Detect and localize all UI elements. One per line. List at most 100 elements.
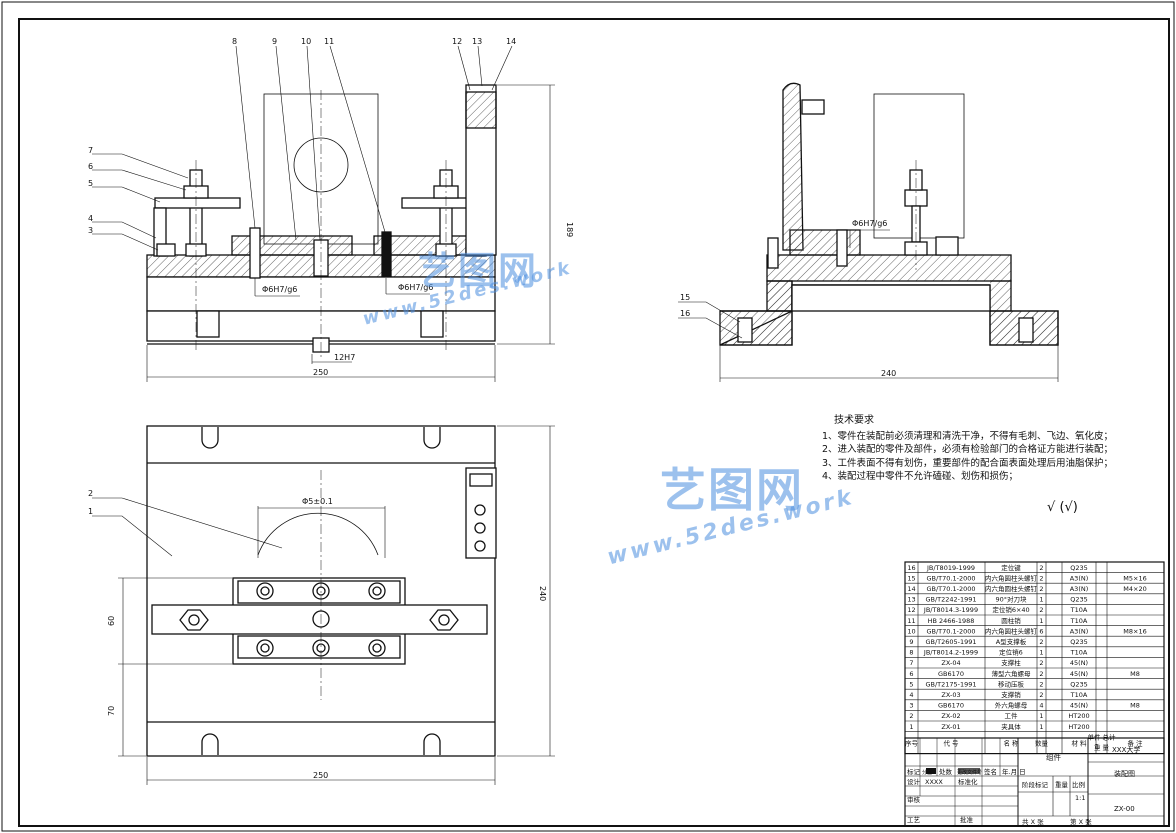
front-view-dimensions	[146, 84, 555, 382]
bom-cell-mat: HT200	[1068, 723, 1089, 731]
watermark-cn-2: 艺图网	[660, 463, 804, 517]
dimension-texts: 250 189 Φ6H7/g6 Φ6H7/g6 12H7 240 Φ6H7/g6…	[107, 219, 896, 780]
bom-cell-qty: 6	[1039, 627, 1043, 635]
bom-cell-no: 4	[909, 691, 913, 699]
bom-cell-mat: A3(N)	[1070, 585, 1089, 593]
scale-value: 1:1	[1075, 794, 1085, 802]
part-label-7: 7	[88, 146, 93, 155]
bom-cell-no: 3	[909, 702, 913, 710]
top-width-dim: 250	[313, 771, 328, 780]
bom-cell-note: M8	[1130, 702, 1140, 710]
bom-cell-mat: T10A	[1070, 649, 1088, 657]
sheet-index: 第 X 张	[1070, 817, 1092, 826]
bom-cell-qty: 2	[1039, 670, 1043, 678]
bom-cell-qty: 1	[1039, 649, 1043, 657]
bom-cell-no: 1	[909, 723, 913, 731]
bom-header-weight-sub: 重 量	[1094, 744, 1110, 752]
part-label-12: 12	[452, 37, 462, 46]
bom-cell-no: 15	[907, 574, 915, 582]
part-label-3: 3	[88, 226, 93, 235]
assembly-label: 组件	[1046, 752, 1062, 762]
zone-label: 分区	[922, 769, 932, 776]
bom-cell-name: A型支撑板	[996, 637, 1027, 646]
bom-header-weight: 单件 总计	[1087, 733, 1116, 742]
bom-cell-no: 14	[907, 585, 915, 593]
tech-requirement-3: 3、工件表面不得有划伤，重要部件的配合面表面处理后用油脂保护；	[822, 457, 1114, 469]
bom-cell-no: 11	[907, 617, 915, 625]
part-label-5: 5	[88, 179, 93, 188]
review-label: 审核	[907, 795, 921, 804]
bom-cell-qty: 2	[1039, 564, 1043, 572]
bom-cell-code: GB/T70.1-2000	[926, 574, 975, 582]
title-block-texts: 组件 XXX大学 装配图 ZX-00 1:1 阶段标记 重量 比例 共 X 张 …	[907, 745, 1140, 826]
bom-cell-name: 内六角圆柱头螺钉	[985, 573, 1038, 582]
bom-cell-code: ZX-02	[941, 712, 960, 720]
bom-cell-qty: 2	[1039, 659, 1043, 667]
mark-label: 标记	[907, 767, 921, 776]
drawing-number: ZX-00	[1114, 805, 1135, 813]
watermark-bottom: 艺图网	[660, 454, 804, 520]
bom-cell-qty: 2	[1039, 680, 1043, 688]
roughness-text: (√)	[1059, 500, 1078, 515]
part-label-2: 2	[88, 489, 93, 498]
bom-cell-code: HB 2466-1988	[928, 617, 975, 625]
bom-cell-name: 外六角螺母	[995, 701, 1028, 710]
slot-dim: 12H7	[334, 353, 355, 362]
bom-cell-code: ZX-03	[941, 691, 960, 699]
watermark-cn: 艺图网	[418, 249, 539, 293]
bom-cell-code: JB/T8014.3-1999	[923, 606, 978, 614]
bom-cell-name: 移动压板	[998, 679, 1025, 688]
bom-cell-qty: 1	[1039, 712, 1043, 720]
tech-requirement-1: 1、零件在装配前必须清理和清洗干净，不得有毛刺、飞边、氧化皮；	[822, 430, 1114, 442]
part-label-4: 4	[88, 214, 93, 223]
bom-cell-mat: T10A	[1070, 606, 1088, 614]
bom-cell-code: GB/T2605-1991	[925, 638, 976, 646]
tech-requirements-title: 技术要求	[834, 415, 874, 426]
bom-cell-name: 定位销6×40	[992, 605, 1029, 614]
bom-cell-mat: Q235	[1070, 596, 1088, 604]
part-label-16: 16	[680, 309, 690, 318]
front-view	[146, 84, 497, 360]
bom-header-code: 代 号	[943, 739, 959, 748]
bom-cell-code: GB6170	[938, 702, 964, 710]
sheets-total: 共 X 张	[1022, 817, 1044, 826]
bom-cell-note: M8×16	[1123, 627, 1146, 635]
front-height-dim: 189	[565, 222, 574, 237]
approve-label: 批准	[960, 815, 974, 824]
bom-cell-mat: HT200	[1068, 712, 1089, 720]
bom-cell-mat: A3(N)	[1070, 627, 1089, 635]
bom-cell-mat: 45(N)	[1070, 702, 1088, 710]
bom-cell-note: M8	[1130, 670, 1140, 678]
bom-cell-mat: T10A	[1070, 617, 1088, 625]
bom-cell-mat: T10A	[1070, 691, 1088, 699]
sign-label: 签名	[984, 767, 997, 776]
bom-cell-code: GB/T70.1-2000	[926, 585, 975, 593]
part-label-6: 6	[88, 162, 93, 171]
bom-cell-qty: 1	[1039, 617, 1043, 625]
part-label-11: 11	[324, 37, 334, 46]
side-fit-dim: Φ6H7/g6	[852, 219, 887, 228]
bom-cell-note: M4×20	[1123, 585, 1146, 593]
bom-header-note: 备 注	[1127, 739, 1143, 748]
bom-cell-code: JB/T8019-1999	[926, 564, 975, 572]
bom-cell-no: 16	[907, 564, 915, 572]
bom-cell-note: M5×16	[1123, 574, 1146, 582]
bom-cell-mat: Q235	[1070, 564, 1088, 572]
bom-header-qty: 数量	[1035, 739, 1049, 748]
bom-cell-name: 支撑销	[1001, 690, 1021, 699]
bom-cell-name: 支撑柱	[1001, 658, 1021, 667]
side-view-dimensions	[678, 229, 1059, 382]
bom-header-mat: 材 料	[1071, 739, 1087, 748]
stage-label: 阶段标记	[1022, 780, 1049, 789]
bom-cell-no: 6	[909, 670, 913, 678]
side-width-dim: 240	[881, 369, 896, 378]
top-bore-dim: Φ5±0.1	[302, 497, 333, 506]
bom-header-name: 名 称	[1003, 739, 1019, 748]
bom-cell-no: 2	[909, 712, 913, 720]
date-label: 年.月.日	[1002, 767, 1026, 776]
tech-requirement-4: 4、装配过程中零件不允许磕碰、划伤和损伤；	[822, 471, 1019, 482]
weight-label: 重量	[1055, 781, 1069, 789]
roughness-check-icon: √	[1047, 500, 1056, 515]
bom-cell-qty: 2	[1039, 606, 1043, 614]
